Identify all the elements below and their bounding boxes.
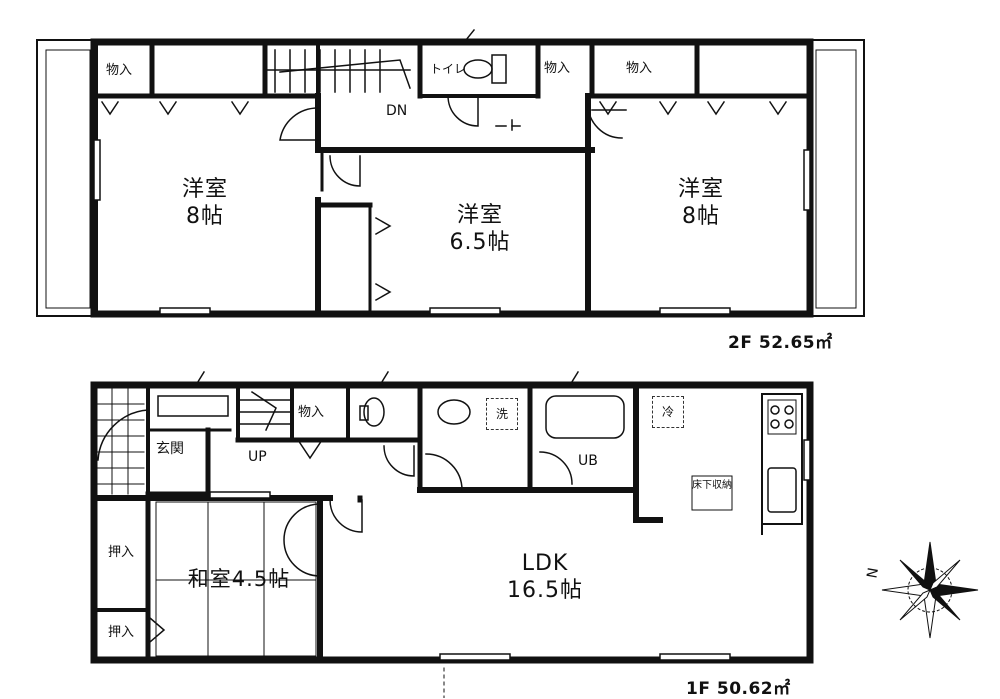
floor1-closet-label-bottom: 押入 — [108, 625, 135, 640]
room-size: 6.5帖 — [449, 230, 511, 255]
room-size: 8帖 — [186, 204, 224, 229]
room-size: 8帖 — [682, 204, 720, 229]
floor2-storage-label-ne1: 物入 — [544, 61, 571, 76]
floor1-details — [97, 370, 811, 698]
room-name: 洋室 — [677, 177, 724, 202]
floor1-washitsu: 和室4.5帖 — [187, 567, 291, 591]
floor1-area: 1F 50.62㎡ — [686, 679, 791, 699]
floor1-entrance-label: 玄関 — [156, 441, 184, 457]
floor1-storage-label: 物入 — [298, 405, 325, 420]
floor1-fridge-spot: 冷 — [652, 396, 684, 428]
floor2-center-room: 洋室 6.5帖 — [425, 202, 535, 256]
floor1-ldk: LDK 16.5帖 — [490, 550, 600, 604]
compass-rose — [881, 541, 979, 639]
floor1-walls — [90, 381, 814, 664]
floor2-west-room: 洋室 8帖 — [160, 176, 250, 230]
floor1-closet-label-top: 押入 — [108, 545, 135, 560]
compass-north-label: N — [864, 566, 883, 580]
floor2-details — [93, 28, 811, 315]
floor2-storage-label-nw: 物入 — [106, 63, 133, 78]
room-name: 洋室 — [456, 203, 503, 228]
room-name: LDK — [521, 551, 569, 576]
floor2-toilet-label: トイレ — [430, 62, 467, 76]
floor2-area: 2F 52.65㎡ — [728, 333, 833, 353]
floor2-storage-label-ne2: 物入 — [626, 61, 653, 76]
floor2-east-room: 洋室 8帖 — [656, 176, 746, 230]
floor1-bath-label: UB — [578, 453, 598, 469]
floor1-washer-spot: 洗 — [486, 398, 518, 430]
floor1-stairs-up-label: UP — [248, 449, 267, 465]
floor1-underfloor-label: 床下収納 — [692, 480, 732, 491]
floor2-stairs-down-label: DN — [386, 103, 408, 119]
room-name: 洋室 — [181, 177, 228, 202]
room-size: 16.5帖 — [507, 578, 583, 603]
